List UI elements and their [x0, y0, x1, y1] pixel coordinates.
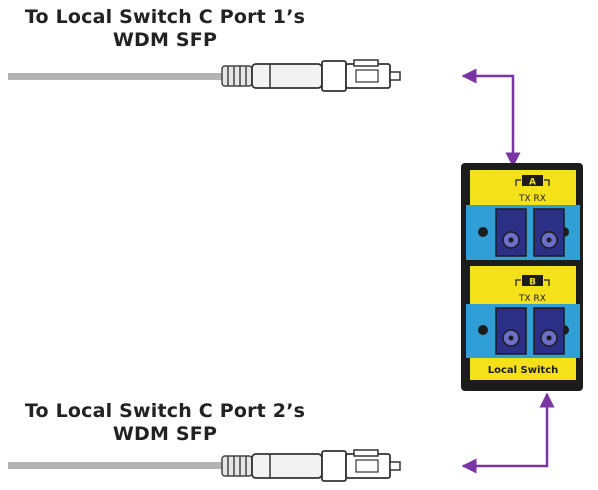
channel-a-sublabel: TX RX — [518, 194, 546, 204]
bottom-lc-connector — [221, 449, 401, 482]
caption-bottom: To Local Switch C Port 2’s WDM SFP — [0, 400, 330, 446]
module-footer: Local Switch — [470, 358, 576, 380]
caption-top-line1: To Local Switch C Port 1’s — [24, 6, 306, 28]
channel-b-ports — [466, 304, 580, 358]
channel-a-letter: A — [529, 178, 536, 188]
channel-b-sublabel: TX RX — [518, 294, 546, 304]
channel-b-letter: B — [529, 278, 536, 288]
channel-b-panel: B TX RX — [470, 266, 576, 304]
top-arrow — [461, 68, 521, 168]
top-fiber-cable — [8, 59, 401, 92]
top-lc-connector — [221, 59, 401, 92]
caption-top-line2: WDM SFP — [112, 29, 218, 51]
bottom-arrow — [461, 392, 555, 474]
channel-a-ports — [466, 205, 580, 260]
caption-bottom-line1: To Local Switch C Port 2’s — [24, 400, 306, 422]
bottom-fiber-cable — [8, 449, 401, 482]
caption-top: To Local Switch C Port 1’s WDM SFP — [0, 6, 330, 52]
module-footer-label: Local Switch — [488, 365, 559, 376]
wdm-module: A TX RX B TX RX — [461, 163, 583, 391]
channel-a-panel: A TX RX — [470, 170, 576, 205]
caption-bottom-line2: WDM SFP — [112, 423, 218, 445]
